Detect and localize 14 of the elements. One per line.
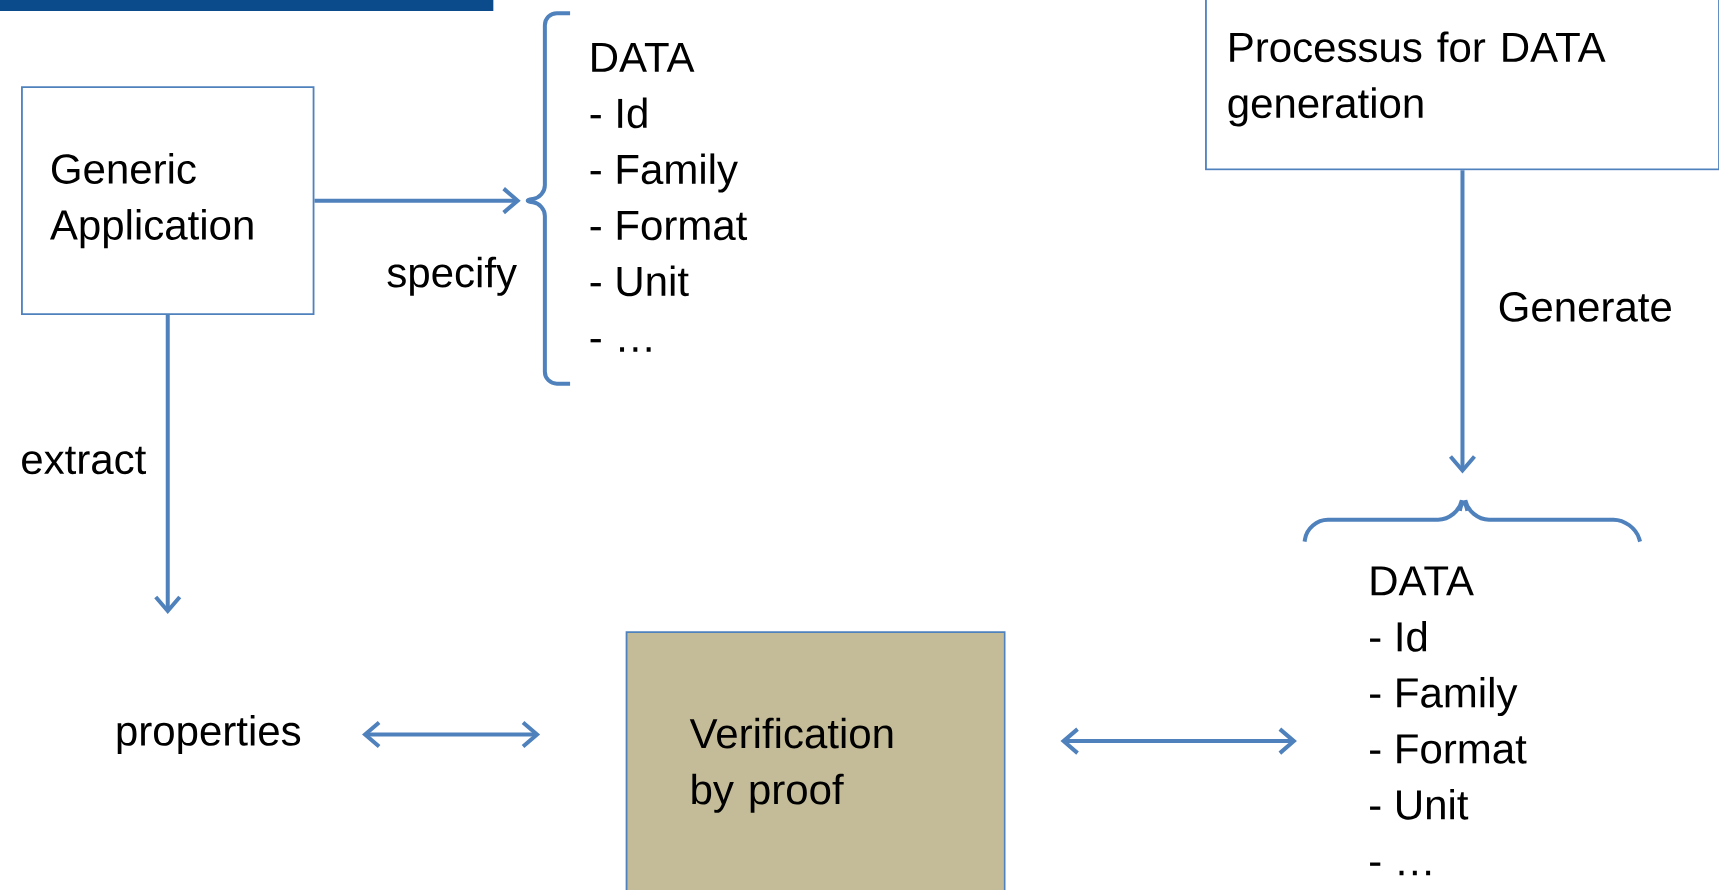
data-list: DATA - Id - Family - Format - Unit - …	[1370, 566, 1527, 876]
edge-label: extract	[18, 444, 149, 477]
node-text: properties	[117, 714, 301, 754]
arrow	[1060, 727, 1297, 755]
arrow	[1448, 170, 1476, 474]
process-box: Processus for DATA generation	[1205, 0, 1719, 171]
process-box: Generic Application	[21, 86, 315, 315]
arrow	[154, 314, 182, 614]
arrow	[314, 187, 521, 215]
edge-label: specify	[384, 254, 520, 298]
data-list: DATA - Id - Family - Format - Unit - …	[590, 42, 748, 352]
arrow	[362, 720, 541, 748]
edge-label: Generate	[1495, 290, 1675, 324]
process-box: Verification by proof	[625, 631, 1006, 890]
